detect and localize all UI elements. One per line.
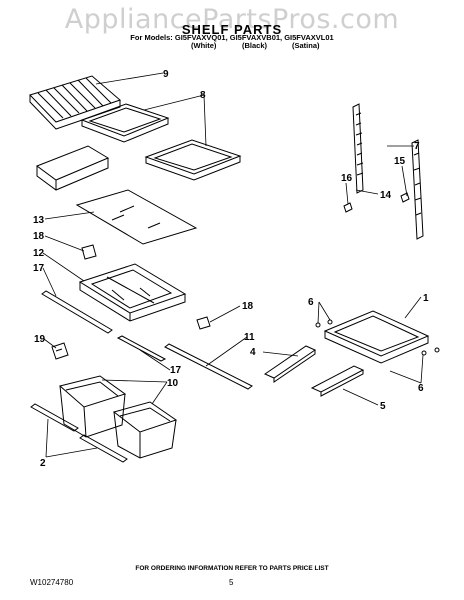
shelf-assembly-right	[315, 310, 440, 364]
callout-9: 9	[163, 69, 169, 80]
color-black: (Black)	[242, 41, 268, 50]
callout-16: 16	[341, 173, 353, 184]
vertical-rail-left	[352, 103, 364, 194]
callout-labels: 9 8 7 15 16 14 13 18 12 17 18 1 6 11 4 1…	[33, 69, 429, 469]
small-bracket	[51, 342, 69, 360]
wire-shelf	[29, 75, 121, 130]
callout-17-lower: 17	[170, 365, 182, 376]
callout-18-right: 18	[242, 301, 254, 312]
callout-11: 11	[244, 332, 255, 343]
models-line: For Models: GI5FVAXVQ01, GI5FVAXVB01, GI…	[130, 33, 334, 42]
slide-rail-lower	[116, 335, 167, 362]
callout-6-lower: 6	[418, 383, 424, 394]
document-number: W10274780	[30, 578, 74, 587]
callout-8: 8	[200, 90, 206, 101]
watermark-text: AppliancePartsPros.com	[64, 4, 400, 35]
callout-1: 1	[423, 293, 429, 304]
callout-2: 2	[40, 458, 46, 469]
long-rod	[164, 343, 253, 390]
glass-shelf-upper-right	[144, 139, 242, 181]
glass-panel	[75, 189, 198, 245]
callout-13: 13	[33, 215, 45, 226]
color-white: (White)	[191, 41, 217, 50]
callout-19: 19	[34, 334, 46, 345]
callout-14: 14	[380, 190, 392, 201]
callout-15: 15	[394, 156, 406, 167]
slide-rail-upper	[41, 290, 113, 334]
page-title: SHELF PARTS	[181, 22, 283, 37]
callout-6-upper: 6	[308, 297, 314, 308]
callout-4: 4	[250, 347, 256, 358]
glass-shelf-upper-left	[80, 103, 170, 143]
small-shelf-bin	[35, 145, 110, 191]
callout-18-upper: 18	[33, 231, 45, 242]
clip-bracket-upper	[81, 244, 97, 260]
ordering-note: FOR ORDERING INFORMATION REFER TO PARTS …	[135, 565, 329, 572]
page-number: 5	[229, 578, 234, 587]
callout-10: 10	[167, 378, 179, 389]
callout-12: 12	[33, 248, 45, 259]
screw-16	[343, 202, 353, 213]
vertical-rail-right	[411, 139, 424, 240]
drawer-slide-left	[30, 403, 79, 432]
crisper-drawer-right	[112, 401, 178, 459]
drawer-slide-right	[79, 434, 128, 463]
crisper-cover-frame	[78, 263, 187, 322]
shelf-side-trim-5	[310, 365, 365, 397]
callout-5: 5	[380, 401, 386, 412]
color-satina: (Satina)	[292, 41, 320, 50]
crisper-drawer-left	[58, 375, 127, 438]
screw-15	[400, 192, 410, 203]
callout-17-upper: 17	[33, 263, 45, 274]
clip-bracket-right	[196, 316, 211, 330]
callout-7: 7	[414, 141, 420, 152]
shelf-side-trim-4	[263, 345, 317, 383]
